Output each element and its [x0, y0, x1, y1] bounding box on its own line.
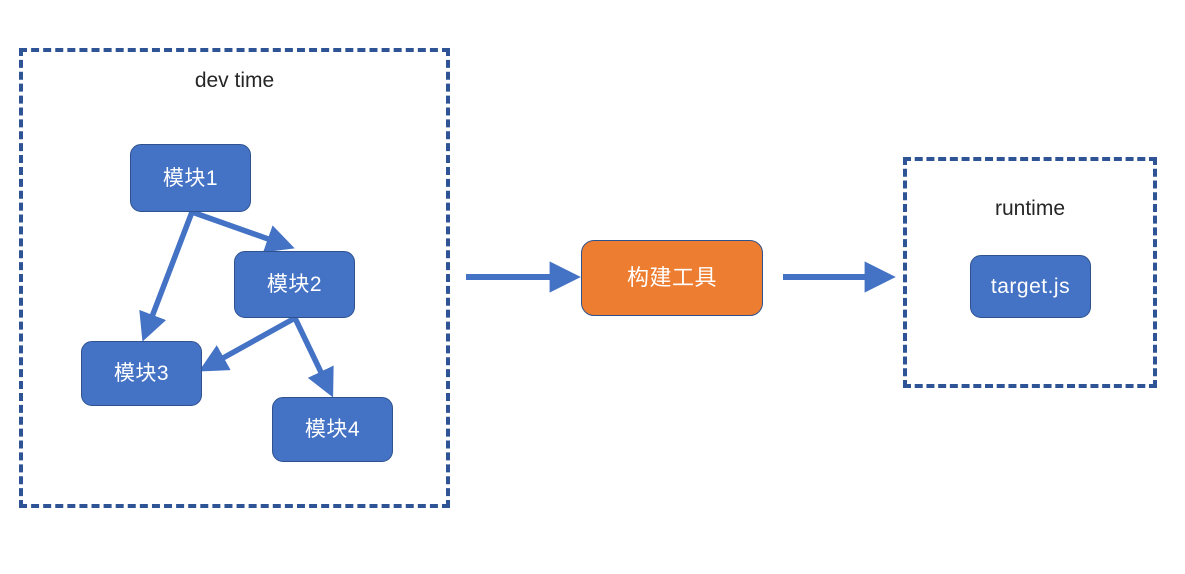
group-dev-time-label: dev time [194, 69, 275, 92]
node-module2[interactable]: 模块2 [234, 251, 355, 318]
group-dev-time [19, 48, 450, 508]
node-target-js[interactable]: target.js [970, 255, 1091, 318]
node-build-tool[interactable]: 构建工具 [581, 240, 763, 316]
group-runtime-label: runtime [994, 197, 1066, 220]
node-module1[interactable]: 模块1 [130, 144, 251, 212]
node-module3[interactable]: 模块3 [81, 341, 202, 406]
node-module4[interactable]: 模块4 [272, 397, 393, 462]
group-runtime [903, 157, 1157, 388]
